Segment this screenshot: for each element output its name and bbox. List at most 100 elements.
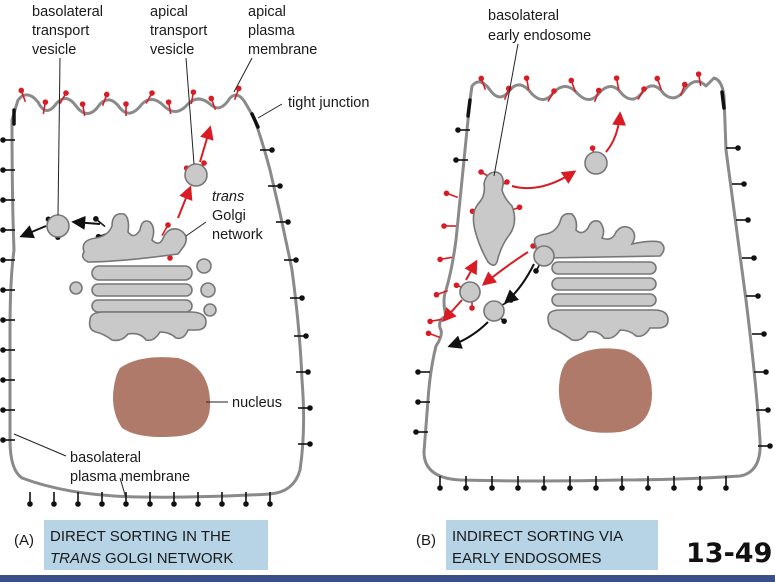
basolateral-protein (0, 287, 15, 293)
basolateral-protein (195, 492, 201, 507)
golgi-vesicle-2 (200, 282, 216, 298)
leader-tgn (185, 221, 207, 237)
basolateral-protein (742, 255, 757, 261)
leader-apical-membrane (233, 57, 253, 93)
apical-protein (190, 89, 197, 105)
bottom-bar (0, 575, 775, 582)
basolateral-protein (0, 257, 15, 263)
basolateral-protein (296, 369, 311, 375)
arrow-endosome-to-apical-vesicle (511, 170, 577, 190)
tight-junction-left-b (466, 98, 472, 118)
apical-protein (101, 91, 110, 107)
apical-protein (425, 330, 441, 339)
apical-protein (208, 95, 217, 111)
basolateral-early-endosome (472, 171, 516, 266)
figure-number: 13-49 (686, 538, 772, 569)
golgi-cisterna-2 (91, 283, 193, 297)
basolateral-protein (567, 476, 573, 491)
label-basolateral-plasma-membrane: basolateral plasma membrane (70, 450, 190, 485)
basolateral-protein (298, 405, 313, 411)
label-apical-plasma-membrane: apical plasma membrane (248, 4, 317, 58)
arrow-tgn-to-basolateral-vesicle (71, 215, 101, 230)
cell-b-plasma-membrane (422, 76, 762, 483)
label-tight-junction: tight junction (288, 95, 369, 111)
basolateral-protein (75, 492, 81, 507)
leader-apical-vesicle (185, 57, 195, 165)
basolateral-protein (27, 492, 33, 507)
caption-a-box (44, 520, 268, 570)
arrow-apical-vesicle-to-membrane-b (605, 111, 627, 153)
basolateral-protein (298, 441, 313, 447)
basolateral-protein (697, 476, 703, 491)
tight-junction-right-b (720, 90, 726, 110)
leader-basolateral-vesicle (57, 57, 61, 216)
label-basolateral-early-endosome: basolateral early endosome (488, 8, 591, 44)
label-nucleus: nucleus (232, 395, 282, 411)
caption-a-line1: DIRECT SORTING IN THE (50, 528, 231, 545)
apical-protein (437, 256, 453, 263)
golgi-b-cisterna-2 (551, 277, 657, 291)
leader-basolateral-membrane-2 (119, 477, 127, 499)
basolateral-protein (752, 331, 767, 337)
nucleus-a (113, 357, 211, 437)
nucleus-b (558, 348, 652, 433)
cell-a-plasma-membrane (8, 93, 306, 499)
apical-protein (523, 75, 530, 91)
apical-transport-vesicle-a (184, 163, 208, 187)
apical-protein (427, 318, 443, 325)
arrow-tgn-to-apical-vesicle (177, 185, 193, 219)
basolateral-transport-vesicle-a (46, 214, 70, 238)
golgi-vesicle-b (533, 245, 555, 267)
caption-b-letter: (B) (416, 532, 436, 549)
golgi-vesicle-3 (69, 281, 83, 295)
basolateral-protein (123, 492, 129, 507)
arrow-golgi-to-red-vesicle (481, 251, 529, 286)
apical-protein (433, 289, 449, 298)
golgi-vesicle-4 (203, 303, 217, 317)
arrow-black-vesicle-to-basolateral (447, 321, 489, 349)
trans-golgi-network-b (533, 212, 665, 259)
vesicle-b-red (459, 281, 481, 303)
apical-protein (547, 88, 557, 102)
label-apical-transport-vesicle: apical transport vesicle (150, 4, 211, 58)
golgi-b-cisterna-4 (547, 309, 669, 342)
basolateral-protein (0, 377, 15, 383)
leader-basolateral-membrane (13, 433, 67, 457)
apical-vesicle-b-top (584, 151, 608, 175)
basolateral-protein (99, 492, 105, 507)
apical-protein (637, 86, 647, 100)
basolateral-protein (515, 476, 521, 491)
apical-protein (443, 190, 459, 199)
basolateral-protein (268, 183, 283, 189)
arrow-golgi-to-black-vesicle (503, 263, 535, 304)
caption-a-letter: (A) (14, 532, 34, 549)
apical-protein (165, 99, 172, 115)
caption-b-line2: EARLY ENDOSOMES (452, 550, 602, 567)
basolateral-protein (260, 147, 275, 153)
panel-b: basolateral early endosome (B) INDIRECT … (413, 8, 773, 570)
apical-protein (695, 71, 702, 87)
leader-tight-junction (257, 103, 283, 119)
arrow-apical-vesicle-to-membrane (199, 125, 214, 163)
caption-b-box (446, 520, 658, 570)
basolateral-protein (754, 369, 769, 375)
apical-protein (18, 87, 27, 103)
apical-protein (233, 85, 242, 101)
basolateral-protein (732, 181, 747, 187)
basolateral-protein (93, 216, 106, 228)
basolateral-protein (290, 295, 305, 301)
trans-golgi-network-a (81, 212, 188, 263)
apical-protein (79, 101, 86, 117)
arrow-red-vesicle-to-basolateral (442, 299, 463, 323)
golgi-vesicle-1 (196, 258, 212, 274)
panel-a: basolateral transport vesicle apical tra… (0, 4, 369, 570)
basolateral-protein (0, 347, 15, 353)
basolateral-proteins-b (413, 127, 773, 491)
golgi-cisterna-3 (91, 299, 193, 313)
apical-protein (478, 75, 487, 91)
basolateral-protein (267, 492, 273, 507)
basolateral-protein (671, 476, 677, 491)
basolateral-protein (746, 293, 761, 299)
vesicle-b-black (483, 300, 505, 322)
